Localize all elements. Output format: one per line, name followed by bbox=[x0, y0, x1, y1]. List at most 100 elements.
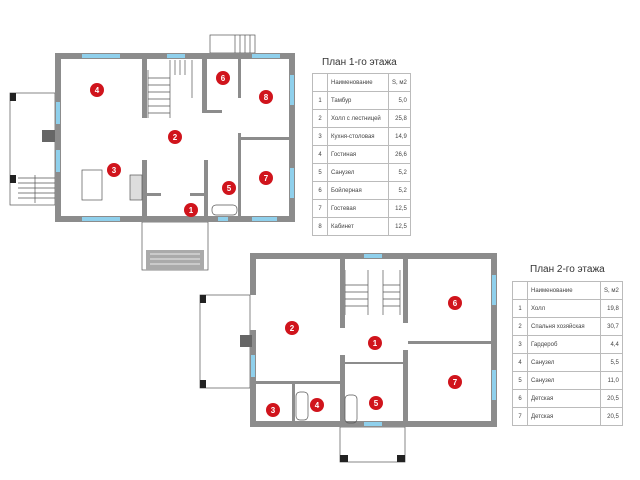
row-number: 1 bbox=[512, 299, 528, 318]
room-marker: 3 bbox=[107, 163, 121, 177]
room-area: 5,2 bbox=[388, 181, 411, 200]
room-name: Детская bbox=[527, 407, 601, 426]
header-area: S, м2 bbox=[600, 281, 623, 300]
row-number: 6 bbox=[512, 389, 528, 408]
row-number: 6 bbox=[312, 181, 328, 200]
row-number: 3 bbox=[512, 335, 528, 354]
column bbox=[200, 295, 206, 303]
row-number: 3 bbox=[312, 127, 328, 146]
room-marker: 6 bbox=[448, 296, 462, 310]
room-area: 4,4 bbox=[600, 335, 623, 354]
room-name: Тамбур bbox=[327, 91, 389, 110]
room-name: Кухня-столовая bbox=[327, 127, 389, 146]
room-area: 30,7 bbox=[600, 317, 623, 336]
room-area: 26,6 bbox=[388, 145, 411, 164]
room-area: 14,9 bbox=[388, 127, 411, 146]
room-area: 5,5 bbox=[600, 353, 623, 372]
room-marker: 1 bbox=[368, 336, 382, 350]
room-area: 20,5 bbox=[600, 389, 623, 408]
staircase bbox=[147, 60, 193, 118]
svg-text:7: 7 bbox=[264, 174, 269, 183]
row-number: 2 bbox=[512, 317, 528, 336]
room-marker: 8 bbox=[259, 90, 273, 104]
dining-table bbox=[81, 169, 103, 201]
room-name: Спальня хозяйская bbox=[527, 317, 601, 336]
floor2-table-title: План 2-го этажа bbox=[530, 264, 605, 275]
room-area: 12,5 bbox=[388, 217, 411, 236]
room-marker: 3 bbox=[266, 403, 280, 417]
room-area: 11,0 bbox=[600, 371, 623, 390]
svg-text:7: 7 bbox=[453, 378, 458, 387]
room-name: Бойлерная bbox=[327, 181, 389, 200]
staircase-2 bbox=[344, 270, 401, 315]
svg-text:4: 4 bbox=[315, 401, 320, 410]
svg-text:6: 6 bbox=[453, 299, 458, 308]
row-number: 5 bbox=[512, 371, 528, 390]
bathtub-3 bbox=[344, 394, 358, 424]
room-name: Гардероб bbox=[527, 335, 601, 354]
room-name: Санузел bbox=[527, 353, 601, 372]
svg-text:4: 4 bbox=[95, 86, 100, 95]
room-marker: 2 bbox=[168, 130, 182, 144]
room-name: Кабинет bbox=[327, 217, 389, 236]
row-number: 7 bbox=[312, 199, 328, 218]
row-number: 7 bbox=[512, 407, 528, 426]
fireplace bbox=[42, 130, 55, 142]
room-marker: 7 bbox=[448, 375, 462, 389]
floor1-table-title: План 1-го этажа bbox=[322, 57, 397, 68]
svg-text:3: 3 bbox=[112, 166, 117, 175]
porch-stairs bbox=[146, 250, 204, 270]
kitchen-stove bbox=[129, 174, 143, 201]
row-number: 4 bbox=[312, 145, 328, 164]
room-marker: 2 bbox=[285, 321, 299, 335]
row-number: 2 bbox=[312, 109, 328, 128]
room-name: Санузел bbox=[527, 371, 601, 390]
room-name: Гостиная bbox=[327, 145, 389, 164]
windows-2 bbox=[251, 254, 496, 426]
column bbox=[340, 455, 348, 462]
room-marker: 4 bbox=[310, 398, 324, 412]
bathtub-2 bbox=[295, 391, 309, 421]
column bbox=[10, 93, 16, 101]
column bbox=[397, 455, 405, 462]
floor2-plan bbox=[199, 253, 497, 463]
svg-text:8: 8 bbox=[264, 93, 269, 102]
room-area: 20,5 bbox=[600, 407, 623, 426]
room-marker: 6 bbox=[216, 71, 230, 85]
svg-text:2: 2 bbox=[173, 133, 178, 142]
room-area: 19,8 bbox=[600, 299, 623, 318]
room-name: Санузел bbox=[327, 163, 389, 182]
column bbox=[200, 380, 206, 388]
row-number: 8 bbox=[312, 217, 328, 236]
room-marker: 1 bbox=[184, 203, 198, 217]
floor1-plan bbox=[9, 34, 295, 271]
room-area: 12,5 bbox=[388, 199, 411, 218]
svg-text:2: 2 bbox=[290, 324, 295, 333]
fireplace-2 bbox=[240, 335, 252, 347]
room-name: Холл bbox=[527, 299, 601, 318]
room-name: Детская bbox=[527, 389, 601, 408]
svg-text:5: 5 bbox=[227, 184, 232, 193]
svg-text:1: 1 bbox=[373, 339, 378, 348]
rear-stairs bbox=[209, 34, 256, 54]
room-marker: 7 bbox=[259, 171, 273, 185]
floor2-markers: 1 2 3 4 5 6 7 bbox=[266, 296, 462, 417]
room-marker: 5 bbox=[369, 396, 383, 410]
room-area: 5,2 bbox=[388, 163, 411, 182]
